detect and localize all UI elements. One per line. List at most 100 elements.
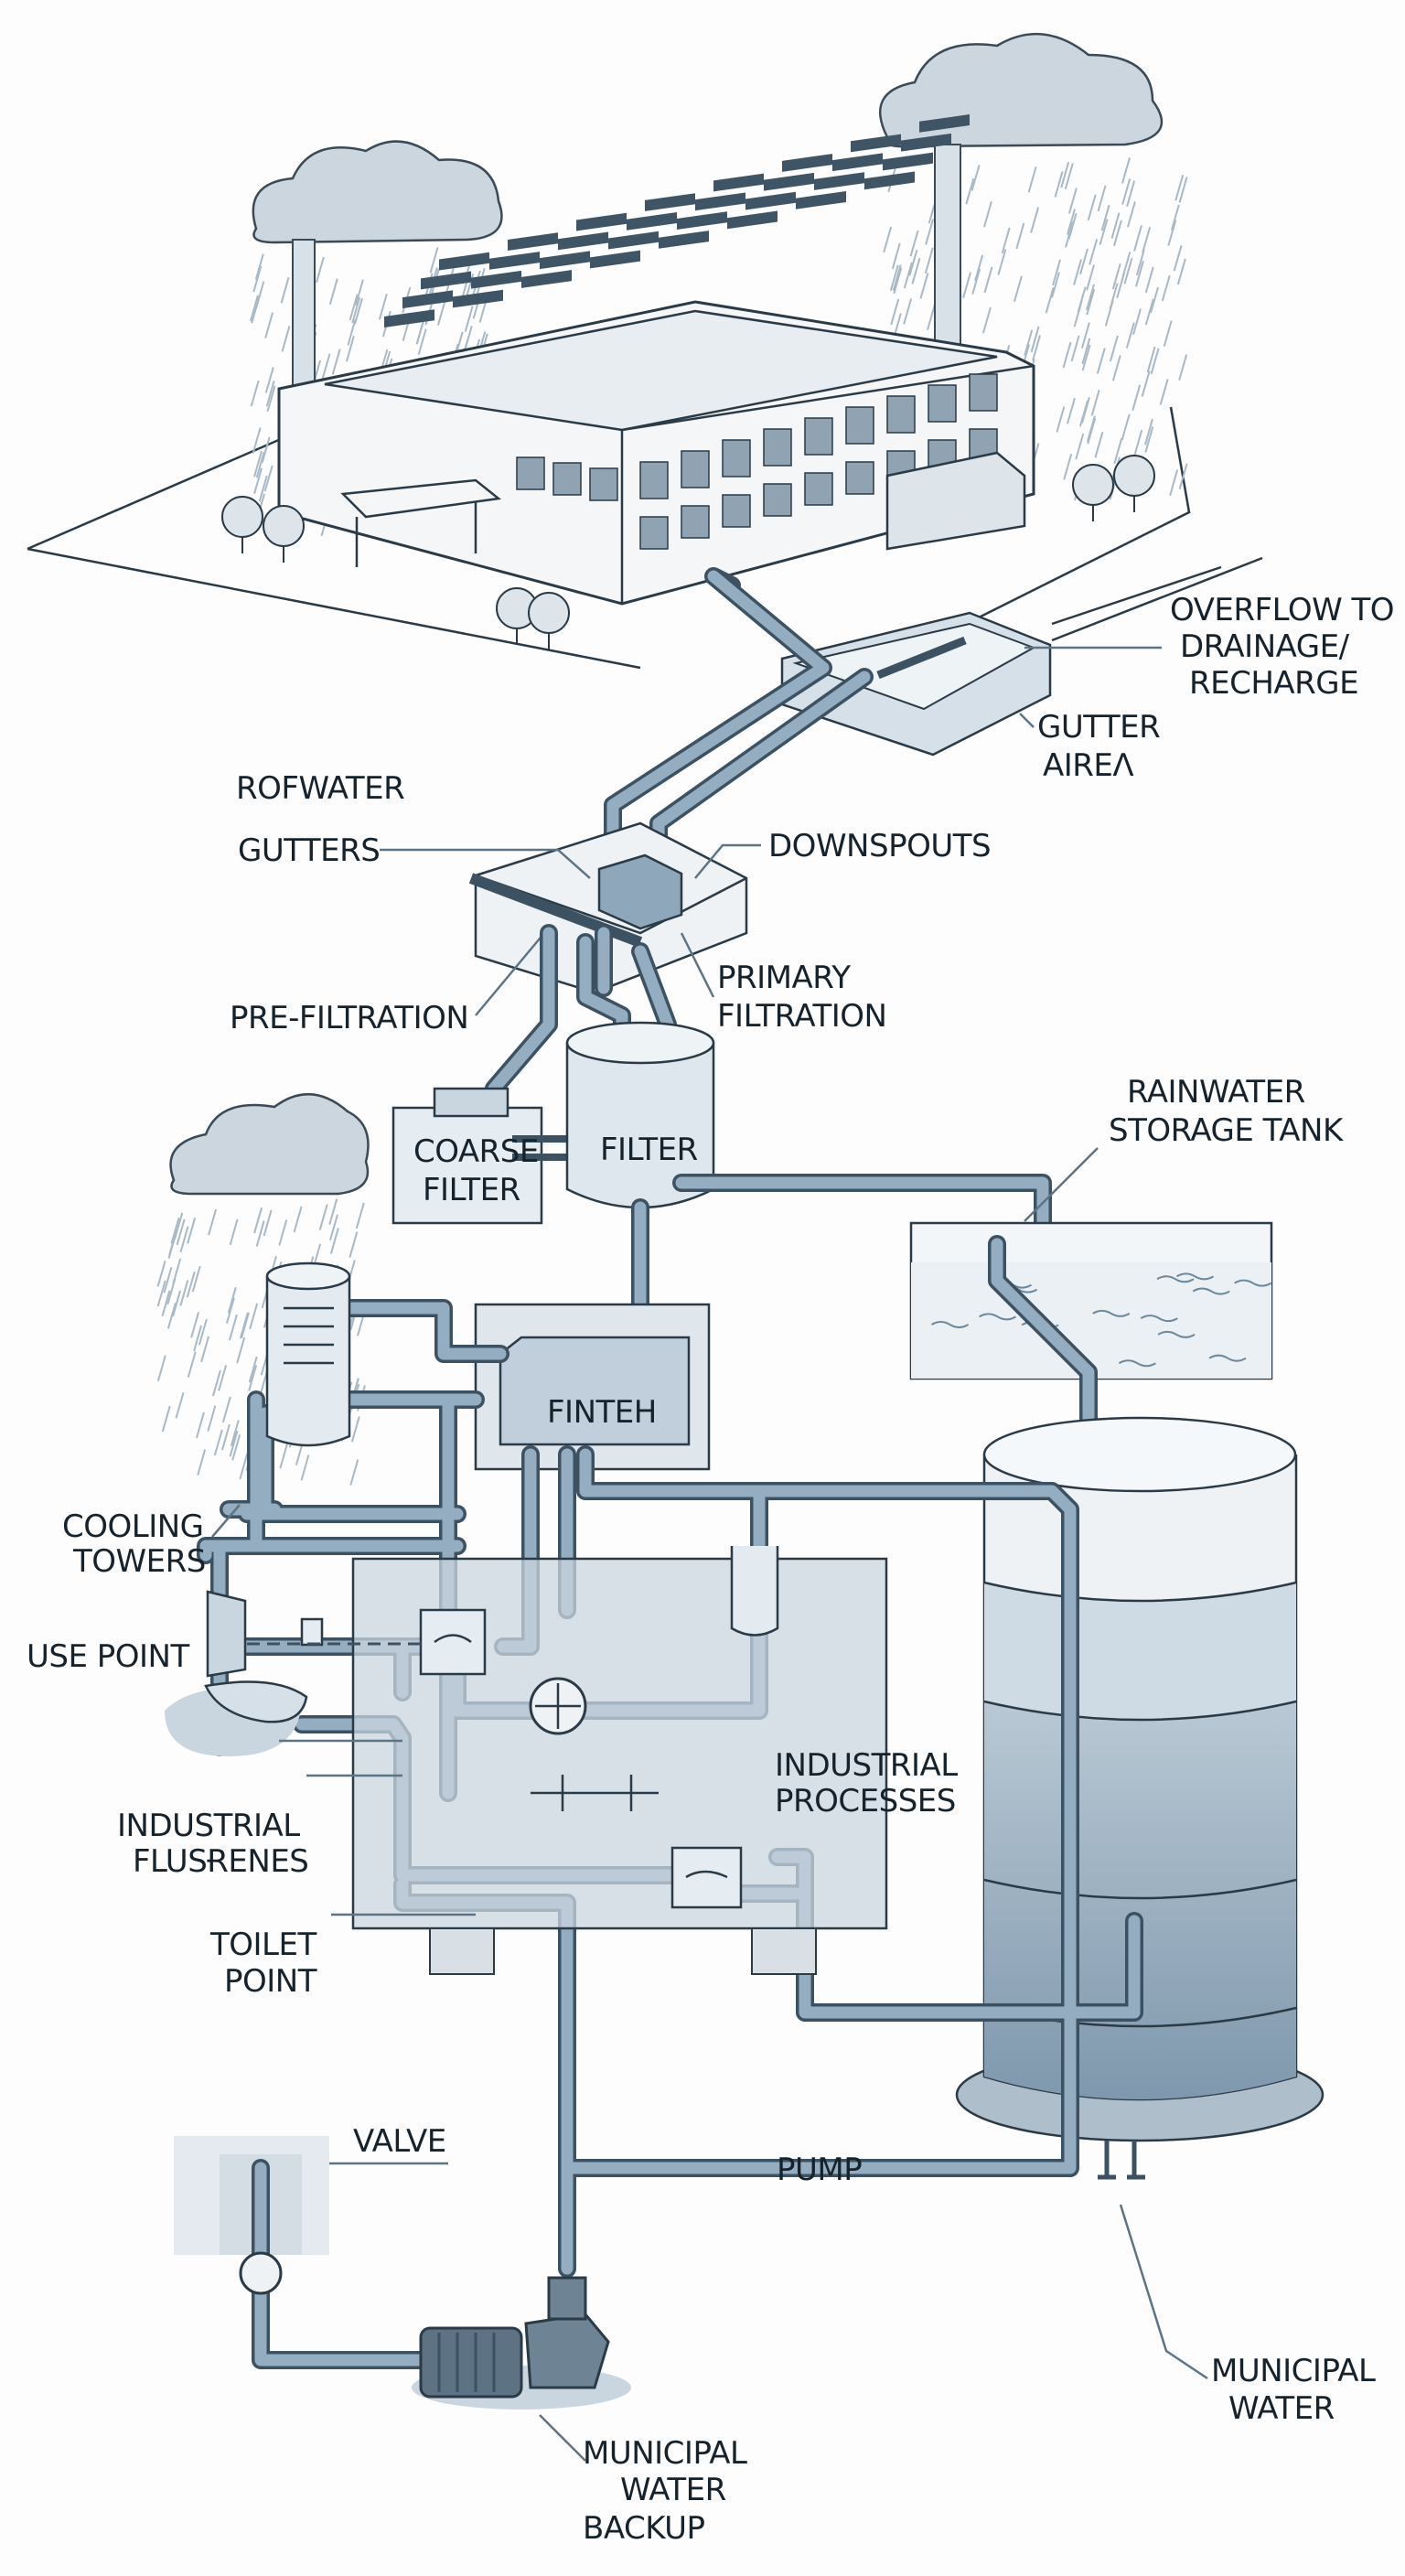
raindrop [349,1232,357,1258]
label-downspouts: DOWNSPOUTS [768,828,991,864]
solar-panel [590,251,640,269]
window [764,429,791,466]
window [805,418,832,455]
raindrop [194,1326,201,1351]
window [640,517,668,549]
window [553,463,581,495]
municipal-water-taps [1098,2141,1145,2177]
raindrop [1164,321,1172,347]
solar-panel [745,192,796,210]
label-coarse-filter-2: FILTER [423,1172,520,1208]
raindrop [1163,275,1170,301]
raindrop [1046,287,1054,313]
raindrop [920,273,928,298]
raindrop [1142,227,1150,252]
solar-panel [764,173,814,191]
label-municipal-water-1: MUNICIPAL [1211,2353,1376,2389]
raindrop [1016,223,1024,249]
label-municipal-backup-2: WATER [620,2472,726,2508]
raindrop [1148,347,1155,372]
raindrop [1122,157,1130,183]
raindrop [984,201,992,227]
raindrop [333,349,340,375]
raindrop [1146,267,1153,293]
label-cooling-towers-2: TOWERS [72,1543,206,1580]
raindrop [1174,245,1182,271]
solar-panel [421,272,471,290]
solar-panel [627,212,677,231]
raindrop [1134,430,1142,456]
raindrop [1179,355,1186,381]
raindrop [1146,299,1153,325]
raindrop [1178,259,1185,284]
label-storage-tank-2: STORAGE TANK [1109,1112,1345,1149]
raindrop [884,227,891,252]
solar-panel [713,174,764,192]
window [640,462,668,499]
solar-panel [402,290,453,308]
raindrop [177,1392,184,1418]
raindrop [240,1454,247,1479]
rainwater-storage-tank [911,1223,1271,1379]
window [681,451,709,488]
label-overflow-1: OVERFLOW TO [1170,592,1394,628]
window [887,396,915,433]
raindrop [1142,371,1150,397]
raindrop [215,1430,222,1455]
raindrop [983,307,991,333]
solar-panel [489,252,540,270]
window [723,440,750,477]
raindrop [197,1412,204,1438]
raindrop [209,1209,216,1235]
label-pre-filtration: PRE-FILTRATION [230,1000,468,1036]
raindrop [223,1397,231,1422]
raindrop [1033,335,1040,360]
solar-panel [814,172,864,190]
raindrop [1064,342,1071,368]
raindrop [213,1370,220,1396]
raindrop [1161,379,1168,404]
window [846,407,874,444]
finteh-unit [476,1304,709,1469]
raindrop [173,1291,180,1316]
label-industrial-processes-2: PROCESSES [775,1783,956,1819]
raindrop [263,437,270,463]
raindrop [295,1207,302,1232]
window [517,457,544,489]
raindrop [1151,287,1158,313]
raindrop [282,277,289,303]
raindrop [894,268,901,294]
window [970,374,997,411]
raindrop [256,282,263,307]
solar-panel [832,153,883,171]
solar-panel [645,193,695,211]
solar-panel [727,211,778,230]
raindrop [1124,258,1132,284]
solar-panel [883,153,933,171]
raindrop [1064,454,1071,479]
raindrop [1134,225,1142,251]
tree [1073,465,1113,505]
raindrop [904,298,911,324]
raindrop [252,381,259,406]
raindrop [1168,220,1175,245]
window [764,484,791,516]
raindrop [1122,414,1130,440]
raindrop [219,1365,226,1390]
label-industrial-flusenes-1: INDUSTRIAL [117,1808,300,1844]
raindrop [191,1312,198,1337]
solar-panel [796,191,846,209]
valve [174,2136,430,2360]
raindrop [188,1352,196,1378]
label-use-point: USE POINT [27,1638,189,1675]
raindrop [188,1272,195,1297]
raindrop [891,299,898,325]
label-municipal-backup-1: MUNICIPAL [583,2435,747,2472]
raindrop [253,266,261,292]
solar-panel [508,232,558,251]
raindrop [350,1460,358,1486]
raindrop [282,326,289,351]
raindrop [254,1208,262,1233]
tree [263,506,304,546]
raindrop [208,1406,215,1432]
